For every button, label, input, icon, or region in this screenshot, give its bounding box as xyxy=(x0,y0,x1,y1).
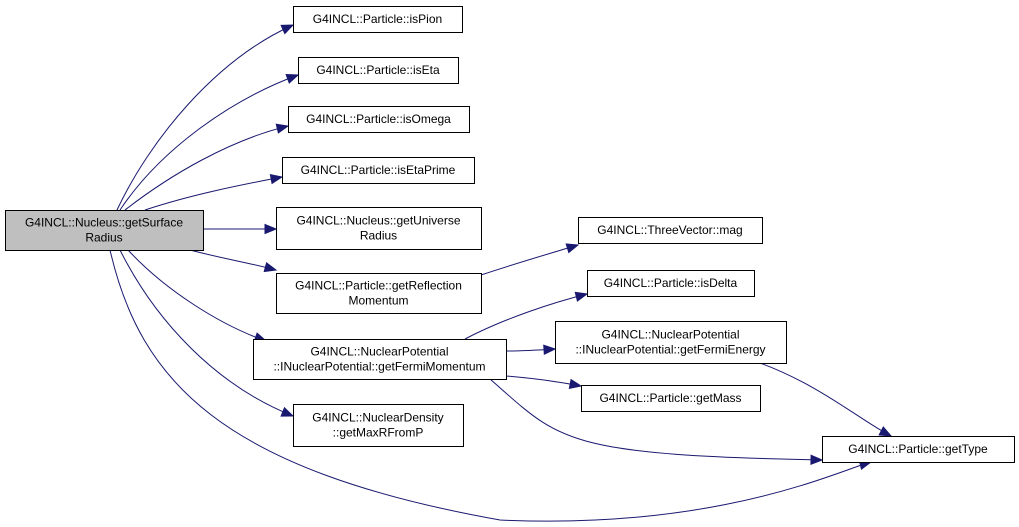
edge-root-to-isPion xyxy=(116,24,295,211)
edge-line xyxy=(127,249,267,342)
edge-root-to-isEta xyxy=(119,74,300,211)
node-label: G4INCL::Particle::getReflection xyxy=(295,279,462,293)
edge-getFermiMomentum-to-getMass xyxy=(505,375,583,390)
node-label: ::getMaxRFromP xyxy=(333,426,424,440)
node-label: G4INCL::Particle::getType xyxy=(848,442,988,456)
node-label: G4INCL::ThreeVector::mag xyxy=(597,223,742,237)
edge-line xyxy=(464,293,588,340)
node-isEta[interactable]: G4INCL::Particle::isEta xyxy=(298,57,459,84)
arrowhead-icon xyxy=(568,378,583,390)
arrowhead-icon xyxy=(263,261,278,273)
node-getFermiEnergy[interactable]: G4INCL::NuclearPotential::INuclearPotent… xyxy=(555,321,787,364)
node-label: G4INCL::Particle::isEta xyxy=(316,63,440,77)
edge-line xyxy=(759,362,892,437)
node-box xyxy=(293,6,463,33)
arrowhead-icon xyxy=(280,24,295,35)
node-box xyxy=(276,207,482,250)
edge-line xyxy=(124,125,289,211)
arrowhead-icon xyxy=(810,454,824,466)
node-box xyxy=(253,339,507,380)
edge-line xyxy=(189,249,277,271)
node-label: G4INCL::NuclearPotential xyxy=(310,345,448,359)
edge-getFermiEnergy-to-getType xyxy=(759,362,893,437)
node-isEtaPrime[interactable]: G4INCL::Particle::isEtaPrime xyxy=(282,157,475,184)
node-label: ::INuclearPotential::getFermiEnergy xyxy=(575,343,765,357)
arrowhead-icon xyxy=(574,291,589,302)
nodes-layer: G4INCL::Nucleus::getSurfaceRadiusG4INCL:… xyxy=(5,6,1015,463)
edges-layer xyxy=(109,24,893,522)
node-box xyxy=(581,385,761,412)
arrowhead-icon xyxy=(275,123,290,134)
node-getFermiMomentum[interactable]: G4INCL::NuclearPotential::INuclearPotent… xyxy=(253,339,507,380)
node-getMass[interactable]: G4INCL::Particle::getMass xyxy=(581,385,761,412)
node-label: G4INCL::NuclearDensity xyxy=(312,411,443,425)
node-label: G4INCL::Particle::isEtaPrime xyxy=(301,163,456,177)
edge-line xyxy=(119,249,294,417)
node-label: G4INCL::Particle::getMass xyxy=(599,391,741,405)
node-label: G4INCL::Nucleus::getUniverse xyxy=(296,214,460,228)
node-label: Radius xyxy=(360,229,397,243)
node-isOmega[interactable]: G4INCL::Particle::isOmega xyxy=(288,106,470,133)
edge-root-to-getFermiMomentum xyxy=(127,249,268,343)
edge-root-to-isEtaPrime xyxy=(144,173,284,211)
node-box xyxy=(298,57,459,84)
edge-root-to-getUniverseRadius xyxy=(202,223,278,235)
node-box xyxy=(578,217,763,244)
edge-getFermiMomentum-to-getType xyxy=(489,378,824,466)
edge-root-to-isOmega xyxy=(124,123,290,211)
edge-line xyxy=(119,74,299,211)
edge-line xyxy=(116,24,294,211)
arrowhead-icon xyxy=(565,243,580,254)
node-box xyxy=(276,273,482,314)
edge-line xyxy=(109,249,872,522)
edge-line xyxy=(489,378,823,461)
node-label: G4INCL::Particle::isOmega xyxy=(306,112,451,126)
edge-getReflectionMomentum-to-mag xyxy=(480,243,580,276)
edge-line xyxy=(144,176,283,211)
arrowhead-icon xyxy=(285,74,300,84)
arrowhead-icon xyxy=(264,223,278,235)
edge-root-to-getReflectionMomentum xyxy=(189,249,278,273)
edge-root-to-getMaxRFromP xyxy=(119,249,295,417)
node-label: ::INuclearPotential::getFermiMomentum xyxy=(273,360,485,374)
node-label: G4INCL::Particle::isPion xyxy=(313,12,442,26)
node-label: Momentum xyxy=(348,294,408,308)
node-label: G4INCL::Particle::isDelta xyxy=(604,276,738,290)
node-box xyxy=(282,157,475,184)
node-getType[interactable]: G4INCL::Particle::getType xyxy=(822,436,1015,463)
node-label: G4INCL::Nucleus::getSurface xyxy=(25,216,183,230)
arrowhead-icon xyxy=(280,406,295,417)
node-isDelta[interactable]: G4INCL::Particle::isDelta xyxy=(587,270,755,297)
arrowhead-icon xyxy=(269,173,284,185)
node-mag[interactable]: G4INCL::ThreeVector::mag xyxy=(578,217,763,244)
edge-line xyxy=(480,244,579,276)
node-box xyxy=(293,404,464,447)
node-box xyxy=(822,436,1015,463)
edge-getFermiMomentum-to-isDelta xyxy=(464,291,589,340)
arrowhead-icon xyxy=(543,344,557,355)
node-isPion[interactable]: G4INCL::Particle::isPion xyxy=(293,6,463,33)
node-getMaxRFromP[interactable]: G4INCL::NuclearDensity::getMaxRFromP xyxy=(293,404,464,447)
edge-getFermiMomentum-to-getFermiEnergy xyxy=(505,344,557,355)
node-box xyxy=(5,210,204,251)
node-box xyxy=(555,321,787,364)
node-box xyxy=(288,106,470,133)
node-label: G4INCL::NuclearPotential xyxy=(601,328,739,342)
node-label: Radius xyxy=(85,231,122,245)
arrowhead-icon xyxy=(878,426,893,437)
node-box xyxy=(587,270,755,297)
